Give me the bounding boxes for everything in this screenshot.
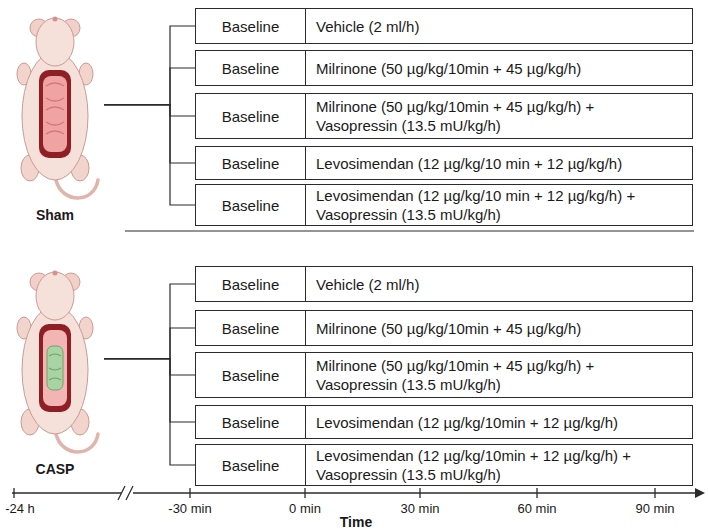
treatment-box: Milrinone (50 µg/kg/10min + 45 µg/kg/h) … <box>305 352 693 398</box>
box-text: Baseline <box>222 155 280 172</box>
tick-label: -24 h <box>5 501 35 516</box>
box-text: Milrinone (50 µg/kg/10min + 45 µg/kg/h) … <box>316 356 656 394</box>
bracket-connector <box>104 105 195 163</box>
tick-label: 90 min <box>635 501 674 516</box>
box-text: Baseline <box>222 18 280 35</box>
group-divider <box>125 230 694 231</box>
box-text: Baseline <box>222 367 280 384</box>
box-text: Levosimendan (12 µg/kg/10 min + 12 µg/kg… <box>316 186 656 224</box>
tick-label: 60 min <box>517 501 556 516</box>
group-name: CASP <box>36 461 75 477</box>
treatment-box: Levosimendan (12 µg/kg/10 min + 12 µg/kg… <box>305 184 693 226</box>
box-text: Levosimendan (12 µg/kg/10 min + 12 µg/kg… <box>316 154 622 173</box>
box-text: Baseline <box>222 197 280 214</box>
baseline-box: Baseline <box>195 352 306 398</box>
box-text: Vehicle (2 ml/h) <box>316 275 419 294</box>
baseline-box: Baseline <box>195 93 306 139</box>
animal-group-label: Sham <box>6 8 104 223</box>
treatment-box: Vehicle (2 ml/h) <box>305 266 693 302</box>
bracket-connector <box>104 105 195 116</box>
bracket-connector <box>104 328 195 359</box>
bracket-connector <box>104 359 195 465</box>
treatment-box: Milrinone (50 µg/kg/10min + 45 µg/kg/h) … <box>305 93 693 139</box>
axis-title: Time <box>340 514 372 530</box>
box-text: Milrinone (50 µg/kg/10min + 45 µg/kg/h) <box>316 319 581 338</box>
bracket-connector <box>104 359 195 375</box>
baseline-box: Baseline <box>195 50 306 86</box>
box-text: Levosimendan (12 µg/kg/10min + 12 µg/kg/… <box>316 446 656 484</box>
box-text: Milrinone (50 µg/kg/10min + 45 µg/kg/h) … <box>316 97 656 135</box>
baseline-box: Baseline <box>195 184 306 226</box>
animal-group-label: CASP <box>6 262 104 477</box>
box-text: Baseline <box>222 108 280 125</box>
box-text: Baseline <box>222 320 280 337</box>
group-name: Sham <box>36 207 74 223</box>
box-text: Baseline <box>222 414 280 431</box>
box-text: Vehicle (2 ml/h) <box>316 17 419 36</box>
treatment-box: Milrinone (50 µg/kg/10min + 45 µg/kg/h) <box>305 50 693 86</box>
box-text: Baseline <box>222 276 280 293</box>
box-text: Levosimendan (12 µg/kg/10min + 12 µg/kg/… <box>316 413 618 432</box>
tick-label: 0 min <box>289 501 321 516</box>
baseline-box: Baseline <box>195 310 306 346</box>
baseline-box: Baseline <box>195 405 306 439</box>
treatment-box: Levosimendan (12 µg/kg/10 min + 12 µg/kg… <box>305 146 693 180</box>
sham-rat-illustration <box>17 17 98 199</box>
treatment-box: Milrinone (50 µg/kg/10min + 45 µg/kg/h) <box>305 310 693 346</box>
bracket-connector <box>104 26 195 105</box>
tick-label: -30 min <box>168 501 211 516</box>
bracket-connector <box>104 68 195 105</box>
time-axis <box>12 486 698 500</box>
baseline-box: Baseline <box>195 8 306 44</box>
casp-rat-illustration <box>17 271 98 453</box>
treatment-box: Levosimendan (12 µg/kg/10min + 12 µg/kg/… <box>305 405 693 439</box>
bracket-connector <box>104 359 195 422</box>
treatment-box: Levosimendan (12 µg/kg/10min + 12 µg/kg/… <box>305 444 693 486</box>
box-text: Milrinone (50 µg/kg/10min + 45 µg/kg/h) <box>316 59 581 78</box>
baseline-box: Baseline <box>195 266 306 302</box>
bracket-connector <box>104 284 195 359</box>
bracket-connector <box>104 105 195 205</box>
tick-label: 30 min <box>400 501 439 516</box>
box-text: Baseline <box>222 60 280 77</box>
treatment-box: Vehicle (2 ml/h) <box>305 8 693 44</box>
baseline-box: Baseline <box>195 444 306 486</box>
axis-arrowhead <box>695 488 705 498</box>
baseline-box: Baseline <box>195 146 306 180</box>
box-text: Baseline <box>222 457 280 474</box>
